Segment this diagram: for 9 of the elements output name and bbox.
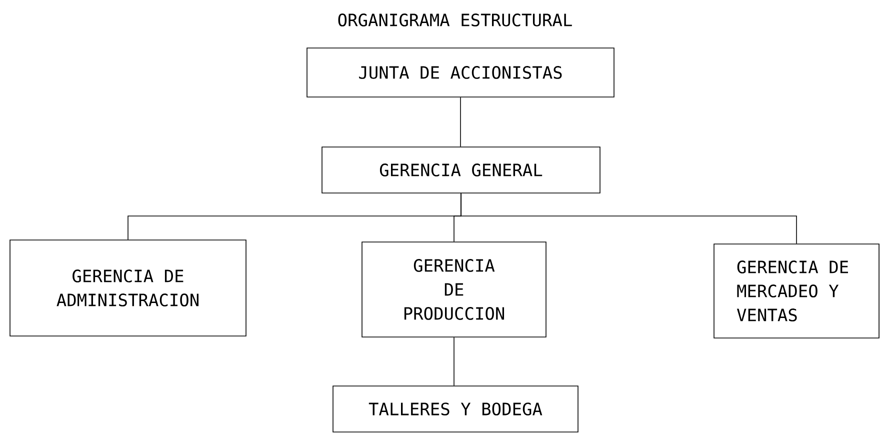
org-box: GERENCIA DE PRODUCCION [362,242,546,338]
title: ORGANIGRAMA ESTRUCTURAL [338,14,572,26]
org-box: GERENCIA GENERAL [322,146,600,194]
org-box: TALLERES Y BODEGA [332,386,578,432]
org-box: JUNTA DE ACCIONISTAS [306,48,614,98]
org-box: GERENCIA DE ADMINISTRACION [10,240,246,336]
org-box: GERENCIA DE MERCADEO Y VENTAS [714,244,880,338]
connector-line [460,97,461,147]
connector-line [460,193,797,244]
